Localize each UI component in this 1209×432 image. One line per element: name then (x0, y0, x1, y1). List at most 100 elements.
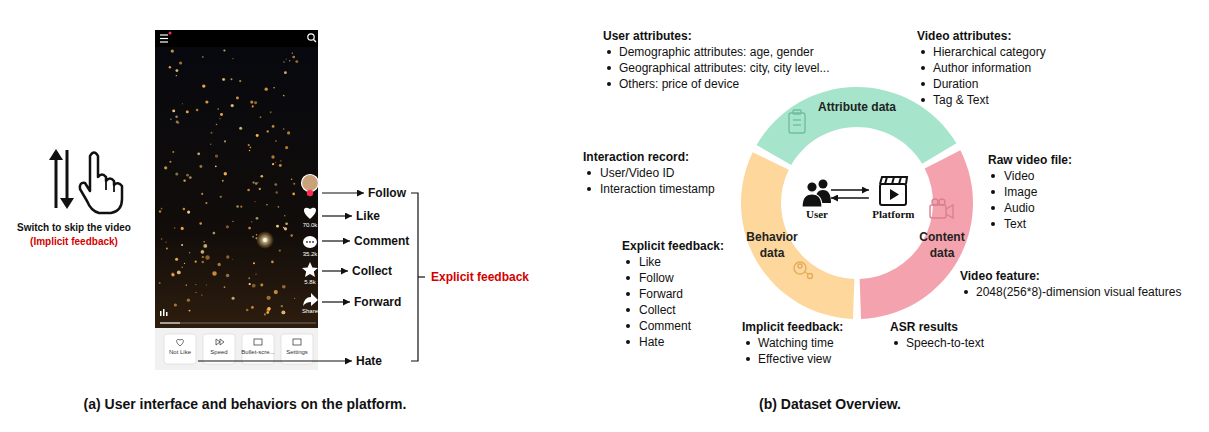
list-item: Video (1004, 168, 1034, 184)
lantern (215, 154, 218, 157)
lantern (181, 266, 183, 268)
lantern (274, 290, 278, 294)
behavior-label: Forward (354, 294, 401, 310)
lantern (282, 285, 286, 289)
bullet (626, 324, 630, 328)
group-heading: Interaction record: (583, 149, 689, 165)
lantern (226, 274, 229, 277)
lantern (246, 309, 249, 312)
lantern (210, 132, 212, 134)
bullet (894, 341, 898, 345)
lantern (201, 250, 205, 254)
lantern (187, 211, 190, 214)
lantern (247, 189, 250, 192)
ui-button-label: Not Like (169, 348, 191, 356)
bullet (626, 292, 630, 296)
lantern (165, 242, 166, 243)
lantern (240, 206, 242, 208)
lantern (256, 217, 259, 220)
lantern (284, 71, 287, 74)
lantern (248, 277, 250, 279)
lantern (270, 111, 272, 113)
lantern (232, 259, 233, 260)
lantern (264, 313, 266, 315)
lantern (285, 222, 288, 225)
lantern (255, 274, 256, 275)
lantern (201, 261, 204, 264)
lantern (195, 292, 196, 293)
lantern (172, 151, 174, 153)
lantern (292, 56, 295, 59)
list-item: Follow (639, 270, 674, 286)
lantern (220, 113, 223, 116)
lantern (181, 227, 184, 230)
ui-button-label: Speed (210, 348, 227, 356)
bullet (921, 50, 925, 54)
lantern (217, 108, 219, 110)
lantern (272, 163, 274, 165)
lantern (283, 61, 284, 62)
lantern (274, 183, 277, 186)
lantern (287, 131, 290, 134)
lantern (275, 140, 276, 141)
lantern (295, 60, 298, 63)
donut-ring (741, 87, 973, 319)
ring-segment (860, 150, 973, 319)
list-item: Like (639, 254, 661, 270)
list-item: Demographic attributes: age, gender (619, 44, 814, 60)
lantern (215, 166, 217, 168)
lantern (285, 146, 288, 149)
lantern (199, 222, 202, 225)
bullet (991, 190, 995, 194)
ui-count: 70.0k (303, 221, 318, 229)
lantern (189, 252, 191, 254)
bullet (964, 290, 968, 294)
list-item: Audio (1004, 200, 1035, 216)
lantern (250, 147, 252, 149)
list-item: Tag & Text (933, 92, 989, 108)
list-item: Watching time (758, 335, 834, 351)
bullet (991, 222, 995, 226)
feedback-type: Explicit feedback (431, 269, 529, 285)
node-text: Attribute data (818, 99, 896, 115)
behavior-label: Collect (352, 263, 392, 279)
bullet (746, 341, 750, 345)
lantern (271, 155, 274, 158)
lantern (278, 206, 280, 208)
lantern (266, 296, 270, 300)
group-heading: ASR results (890, 319, 958, 335)
lantern (159, 282, 161, 284)
lantern (231, 78, 233, 80)
list-item: Comment (639, 318, 691, 334)
lantern (271, 261, 274, 264)
list-item: Hate (639, 334, 664, 350)
bullet (921, 98, 925, 102)
lantern (223, 49, 225, 51)
lantern (177, 270, 181, 274)
group-heading: User attributes: (603, 28, 692, 44)
lantern (183, 208, 186, 211)
group-heading: Implicit feedback: (742, 319, 843, 335)
lantern (175, 115, 178, 118)
node-text: Platform (872, 208, 915, 221)
lantern (186, 174, 189, 177)
list-item: Collect (639, 302, 676, 318)
lantern (253, 262, 255, 264)
lantern (220, 196, 222, 198)
ring-segment (757, 87, 957, 165)
lantern (276, 225, 279, 228)
lantern (184, 263, 185, 264)
segment-icons (789, 110, 953, 279)
lantern (254, 101, 257, 104)
lantern (169, 161, 171, 163)
lantern (219, 118, 220, 119)
list-item: Speech-to-text (906, 335, 984, 351)
lantern (195, 261, 197, 263)
gesture-label: Switch to skip the video (17, 221, 131, 234)
lantern (283, 128, 285, 130)
list-item: Author information (933, 60, 1031, 76)
lantern (166, 248, 168, 250)
lantern (256, 234, 257, 235)
lantern (224, 172, 227, 175)
lantern (281, 310, 285, 314)
